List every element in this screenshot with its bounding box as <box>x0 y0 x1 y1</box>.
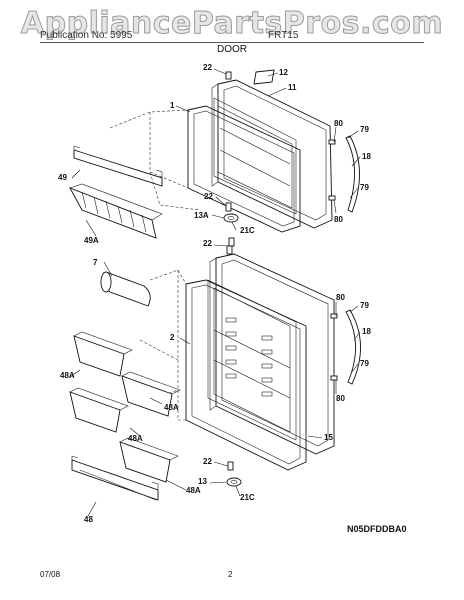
callout-80: 80 <box>336 293 345 302</box>
callout-18: 18 <box>362 152 371 161</box>
callout-12: 12 <box>279 68 288 77</box>
callout-7: 7 <box>93 258 98 267</box>
door-bin-48A-4 <box>119 437 179 483</box>
callout-49: 49 <box>58 173 67 182</box>
callout-2: 2 <box>170 333 175 342</box>
hinge-13A <box>223 213 239 223</box>
callout-79: 79 <box>360 125 369 134</box>
callout-21C: 21C <box>240 493 255 502</box>
nameplate-12 <box>253 69 275 85</box>
callout-80: 80 <box>334 215 343 224</box>
callout-22: 22 <box>203 239 212 248</box>
fresh-food-door-panel <box>215 253 335 455</box>
screw-22-top <box>225 71 232 80</box>
callout-18: 18 <box>362 327 371 336</box>
callout-21C: 21C <box>240 226 255 235</box>
callout-79: 79 <box>360 359 369 368</box>
watermark: AppliancePartsPros.com <box>20 6 444 42</box>
door-bin-48A-1 <box>73 331 133 377</box>
footer-date: 07/08 <box>40 570 61 579</box>
hinge-13 <box>226 477 242 487</box>
publication-number: Publication No: 5995 <box>40 30 133 41</box>
door-shelf-48 <box>71 455 159 501</box>
callout-80: 80 <box>334 119 343 128</box>
header-rule <box>40 42 424 43</box>
freezer-handle <box>345 135 360 213</box>
callout-80: 80 <box>336 394 345 403</box>
callout-79: 79 <box>360 183 369 192</box>
door-bin-48A-3 <box>69 387 129 433</box>
freezer-door-panel <box>217 79 333 229</box>
model-number: FRT15 <box>268 30 299 41</box>
callout-48A: 48A <box>186 486 201 495</box>
callout-48A: 48A <box>60 371 75 380</box>
footer-page-number: 2 <box>228 570 233 579</box>
door-bin-48A-2 <box>121 371 181 417</box>
callout-49A: 49A <box>84 236 99 245</box>
callout-22: 22 <box>204 192 213 201</box>
section-title: DOOR <box>217 44 247 55</box>
callout-13A: 13A <box>194 211 209 220</box>
callout-15: 15 <box>324 433 333 442</box>
freezer-door-assembly <box>69 69 360 247</box>
door-shelf-49 <box>73 149 163 187</box>
wire-basket-49A <box>69 183 163 239</box>
callout-22: 22 <box>203 63 212 72</box>
butter-dish-7 <box>100 271 151 307</box>
fresh-food-handle <box>345 309 361 385</box>
callout-48A: 48A <box>164 403 179 412</box>
callout-22: 22 <box>203 457 212 466</box>
callout-1: 1 <box>170 101 175 110</box>
drawing-code: N05DFDDBA0 <box>347 524 407 534</box>
callout-48A: 48A <box>128 434 143 443</box>
callout-79: 79 <box>360 301 369 310</box>
fresh-food-door-assembly <box>69 245 361 501</box>
callout-11: 11 <box>288 83 297 92</box>
callout-48: 48 <box>84 515 93 524</box>
callout-13: 13 <box>198 477 207 486</box>
